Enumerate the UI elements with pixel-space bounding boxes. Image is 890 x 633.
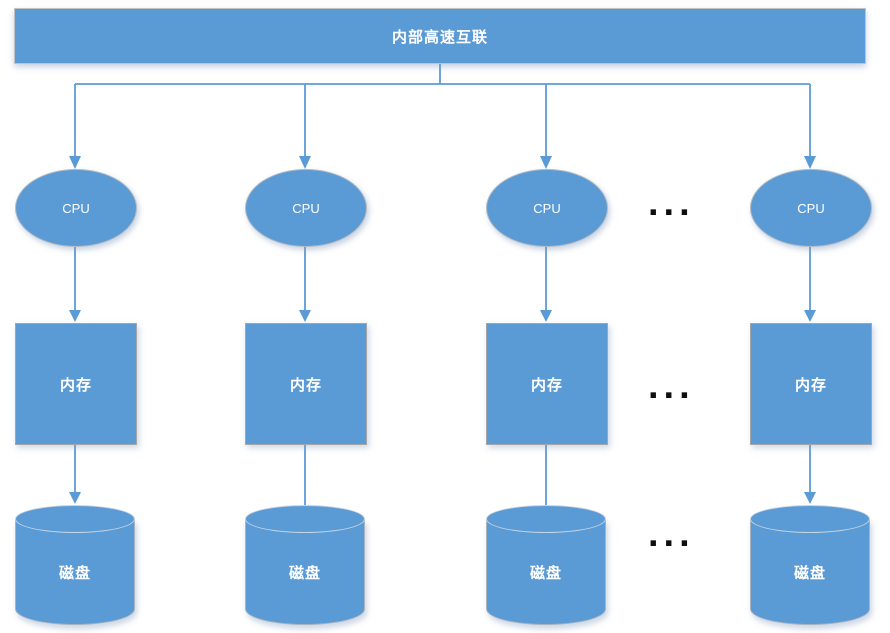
arrowhead-down-icon [69,492,81,504]
disk-label: 磁盘 [58,564,91,582]
arrowhead-down-icon [69,310,81,322]
disk-label: 磁盘 [529,564,562,582]
disk-node-4: 磁盘 [750,505,870,625]
memory-label: 内存 [289,376,322,394]
memory-label: 内存 [59,376,92,394]
arrowhead-down-icon [804,310,816,322]
arrowhead-down-icon [804,492,816,504]
disk-node-3: 磁盘 [486,505,606,625]
arrowhead-down-icon [69,156,81,169]
cpu-node-4: CPU [750,169,872,247]
disk-cylinder-top [486,505,606,533]
ellipsis-disk-row: ... [648,513,695,555]
cpu-node-3: CPU [486,169,608,247]
arrowhead-down-icon [299,310,311,322]
memory-node-1: 内存 [15,323,137,445]
disk-cylinder-body [750,519,870,625]
cpu-node-2: CPU [245,169,367,247]
disk-node-1: 磁盘 [15,505,135,625]
cpu-label: CPU [533,200,561,216]
memory-node-4: 内存 [750,323,872,445]
disk-cylinder-top [15,505,135,533]
disk-cylinder-body [15,519,135,625]
disk-cylinder-top [750,505,870,533]
arrowhead-down-icon [299,156,311,169]
disk-label: 磁盘 [793,564,826,582]
disk-cylinder-top [245,505,365,533]
disk-cylinder-body [245,519,365,625]
cpu-label: CPU [292,200,320,216]
disk-label: 磁盘 [288,564,321,582]
interconnect-bar: 内部高速互联 [14,8,866,64]
memory-node-3: 内存 [486,323,608,445]
memory-label: 内存 [794,376,827,394]
ellipsis-memory-row: ... [648,365,695,407]
memory-label: 内存 [530,376,563,394]
arrowhead-down-icon [540,310,552,322]
cpu-label: CPU [62,200,90,216]
arrowhead-down-icon [804,156,816,169]
cpu-label: CPU [797,200,825,216]
disk-node-2: 磁盘 [245,505,365,625]
interconnect-label: 内部高速互联 [391,28,488,46]
arrowhead-down-icon [540,156,552,169]
cpu-node-1: CPU [15,169,137,247]
disk-cylinder-body [486,519,606,625]
memory-node-2: 内存 [245,323,367,445]
ellipsis-cpu-row: ... [648,182,695,224]
